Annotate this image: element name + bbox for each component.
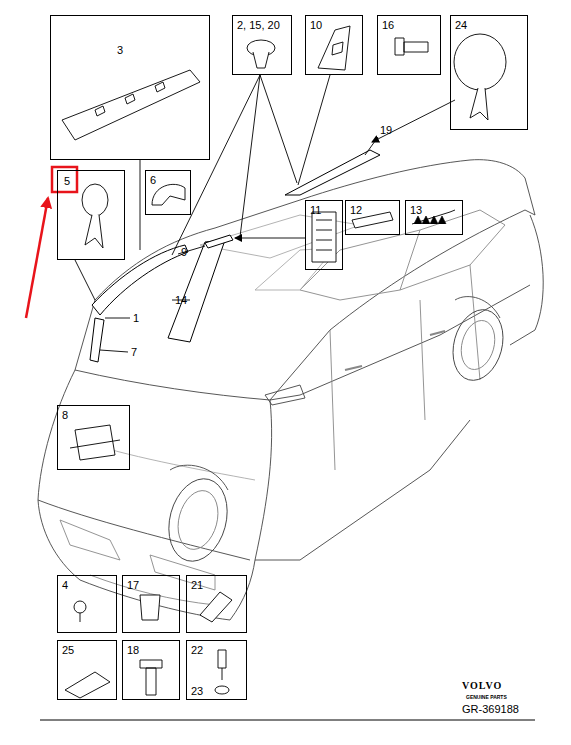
- part-inset-box: 21: [186, 575, 247, 633]
- part-inset-box: 22 23: [186, 640, 247, 700]
- callout-number: 13: [410, 204, 422, 216]
- callout-number: 5: [64, 175, 70, 187]
- part-inset-box: 13: [405, 200, 463, 235]
- callout-number: 10: [310, 19, 322, 31]
- callout-number: 3: [117, 44, 123, 56]
- part-inset-box: 4: [57, 575, 117, 633]
- drawing-number: GR-369188: [462, 703, 519, 715]
- part-inset-box: 25: [57, 640, 117, 700]
- callout-number: 9: [181, 246, 187, 258]
- part-inset-box: 11: [305, 200, 343, 270]
- callout-number: 7: [131, 346, 137, 358]
- part-inset-box: 16: [377, 15, 441, 75]
- part-inset-box: 10: [305, 15, 363, 75]
- part-inset-box: 5: [57, 170, 125, 260]
- callout-number: 25: [62, 644, 74, 656]
- brand-logo: VOLVO: [462, 680, 502, 692]
- callout-number: 16: [382, 19, 394, 31]
- callout-number: 6: [150, 174, 156, 186]
- callout-number: 1: [133, 312, 139, 324]
- callout-number: 18: [127, 644, 139, 656]
- callout-number: 22: [191, 644, 203, 656]
- callout-number: 19: [380, 124, 392, 136]
- part-inset-box: 18: [122, 640, 180, 700]
- callout-number: 12: [350, 204, 362, 216]
- callout-number: 2, 15, 20: [237, 19, 280, 31]
- part-inset-box: 24: [450, 15, 528, 130]
- part-inset-box: 3: [50, 15, 210, 160]
- brand-subtitle: GENUINE PARTS: [466, 694, 507, 700]
- callout-number: 21: [191, 579, 203, 591]
- part-inset-box: 12: [345, 200, 400, 235]
- callout-number: 17: [127, 579, 139, 591]
- callout-number: 8: [62, 409, 68, 421]
- part-inset-box: 17: [122, 575, 180, 633]
- callout-number: 11: [310, 204, 321, 216]
- callout-number: 14: [175, 294, 187, 306]
- callout-number: 24: [455, 19, 467, 31]
- part-inset-box: 2, 15, 20: [232, 15, 292, 75]
- part-inset-box: 8: [57, 405, 130, 470]
- callout-number: 23: [191, 685, 203, 697]
- callout-number: 4: [62, 579, 68, 591]
- part-inset-box: 6: [145, 170, 191, 215]
